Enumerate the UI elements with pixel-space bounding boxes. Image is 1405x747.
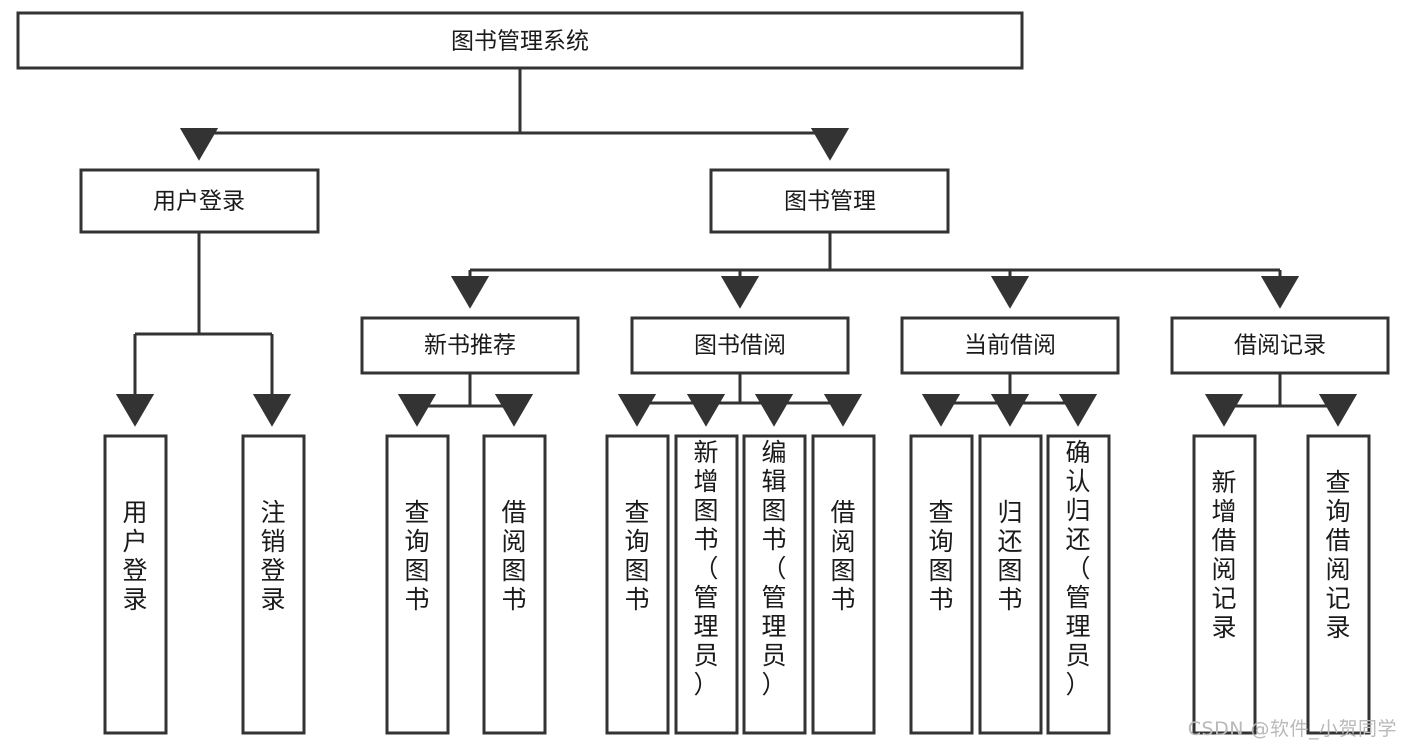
node-current-borrow-box[interactable]: [900, 316, 1120, 375]
node-leaf-query-book-3-box[interactable]: [909, 434, 974, 735]
node-book-borrow[interactable]: 图书借阅: [630, 316, 850, 375]
node-borrow-record-label: 借阅记录: [1234, 333, 1326, 359]
node-leaf-borrow-book-1-label: 借阅图书: [501, 498, 526, 614]
node-user-login[interactable]: 用户登录: [79, 168, 320, 234]
node-borrow-record[interactable]: 借阅记录: [1170, 316, 1390, 375]
node-leaf-confirm-return-label: 确认归还（管理员）: [1065, 438, 1090, 699]
node-new-book-recommend[interactable]: 新书推荐: [360, 316, 580, 375]
node-leaf-user-login-box[interactable]: [103, 434, 168, 735]
node-current-borrow-label: 当前借阅: [964, 333, 1056, 359]
node-leaf-confirm-return-box[interactable]: [1046, 434, 1111, 735]
node-leaf-query-record-box[interactable]: [1306, 434, 1371, 735]
node-root[interactable]: 图书管理系统: [16, 11, 1024, 70]
node-leaf-add-book-label: 新增图书（管理员）: [693, 438, 718, 699]
node-leaf-borrow-book-1-box[interactable]: [482, 434, 547, 735]
node-user-login-box[interactable]: [79, 168, 320, 234]
node-leaf-query-book-3-label: 查询图书: [928, 498, 953, 614]
node-leaf-borrow-book-1[interactable]: 借阅图书: [482, 434, 547, 735]
node-leaf-user-login[interactable]: 用户登录: [103, 434, 168, 735]
node-leaf-borrow-book-2-box[interactable]: [811, 434, 876, 735]
node-new-book-recommend-box[interactable]: [360, 316, 580, 375]
node-leaf-return-book-label: 归还图书: [997, 498, 1022, 614]
node-leaf-query-book-2-label: 查询图书: [624, 498, 649, 614]
node-leaf-query-book-1[interactable]: 查询图书: [385, 434, 450, 735]
node-leaf-add-book[interactable]: 新增图书（管理员）: [674, 434, 739, 735]
node-leaf-borrow-book-2-label: 借阅图书: [830, 498, 855, 614]
node-book-borrow-box[interactable]: [630, 316, 850, 375]
node-leaf-add-record-label: 新增借阅记录: [1211, 468, 1236, 642]
node-leaf-edit-book-box[interactable]: [742, 434, 807, 735]
node-borrow-record-box[interactable]: [1170, 316, 1390, 375]
node-leaf-query-record[interactable]: 查询借阅记录: [1306, 434, 1371, 735]
node-root-label: 图书管理系统: [451, 29, 589, 55]
node-root-box[interactable]: [16, 11, 1024, 70]
node-book-management[interactable]: 图书管理: [709, 168, 950, 234]
node-leaf-return-book-box[interactable]: [978, 434, 1043, 735]
node-leaf-query-record-label: 查询借阅记录: [1325, 468, 1350, 642]
node-leaf-logout-login-label: 注销登录: [260, 498, 285, 614]
node-leaf-query-book-1-box[interactable]: [385, 434, 450, 735]
node-leaf-query-book-2-box[interactable]: [605, 434, 670, 735]
node-user-login-label: 用户登录: [153, 189, 245, 215]
node-current-borrow[interactable]: 当前借阅: [900, 316, 1120, 375]
node-new-book-recommend-label: 新书推荐: [424, 333, 516, 359]
node-leaf-query-book-1-label: 查询图书: [404, 498, 429, 614]
node-leaf-add-record-box[interactable]: [1192, 434, 1257, 735]
node-leaf-edit-book-label: 编辑图书（管理员）: [761, 438, 786, 699]
node-leaf-add-book-box[interactable]: [674, 434, 739, 735]
node-leaf-add-record[interactable]: 新增借阅记录: [1192, 434, 1257, 735]
node-leaf-return-book[interactable]: 归还图书: [978, 434, 1043, 735]
node-leaf-edit-book[interactable]: 编辑图书（管理员）: [742, 434, 807, 735]
node-leaf-user-login-label: 用户登录: [122, 498, 147, 614]
node-leaf-logout-login[interactable]: 注销登录: [241, 434, 306, 735]
connector-layer: [115, 68, 1358, 427]
node-leaf-logout-login-box[interactable]: [241, 434, 306, 735]
node-leaf-query-book-2[interactable]: 查询图书: [605, 434, 670, 735]
node-leaf-confirm-return[interactable]: 确认归还（管理员）: [1046, 434, 1111, 735]
node-leaf-query-book-3[interactable]: 查询图书: [909, 434, 974, 735]
node-book-management-box[interactable]: [709, 168, 950, 234]
node-book-management-label: 图书管理: [784, 189, 876, 215]
node-leaf-borrow-book-2[interactable]: 借阅图书: [811, 434, 876, 735]
node-book-borrow-label: 图书借阅: [694, 333, 786, 359]
csdn-watermark: CSDN @软件_小贺同学: [1187, 718, 1397, 740]
